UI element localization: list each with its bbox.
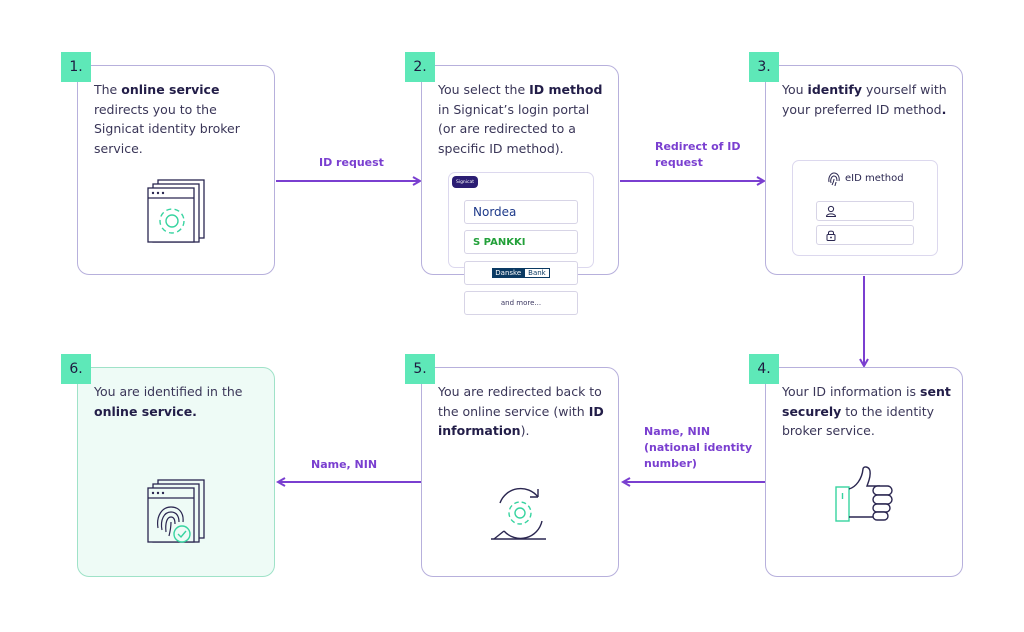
bank-option-more[interactable]: and more... [464, 291, 578, 315]
step-text: You [782, 82, 808, 97]
step-text: ). [520, 423, 530, 438]
step-text-emphasis: online service. [94, 403, 197, 419]
step-description: Your ID information is sent securely to … [782, 382, 954, 441]
step-description: The online service redirects you to the … [94, 80, 266, 158]
fingerprint-icon [828, 172, 840, 187]
step-text: in Signicat’s login portal (or are redir… [438, 101, 590, 156]
lock-icon [826, 230, 836, 241]
step-number-badge: 5. [405, 354, 435, 384]
bank-option-nordea[interactable]: Nordea [464, 200, 578, 224]
step-number-badge: 2. [405, 52, 435, 82]
step-number-badge: 4. [749, 354, 779, 384]
step-text-emphasis: . [941, 101, 947, 117]
arrow-label-line: number) [644, 457, 697, 470]
arrow-label-line: Name, NIN [311, 458, 378, 471]
step-number-badge: 6. [61, 354, 91, 384]
arrow-label-name-nin: Name, NIN [311, 457, 377, 473]
browser-gear-icon [147, 179, 205, 243]
step-text: yourself with your preferred ID method [782, 82, 947, 117]
step-text: You are identified in the [94, 384, 243, 399]
step-text-emphasis: identify [807, 82, 862, 97]
danske-logo-part: Danske [492, 268, 525, 278]
step-text: to the identity broker service. [782, 403, 934, 439]
signicat-logo: Signicat [452, 176, 478, 188]
step-description: You are redirected back to the online se… [438, 382, 610, 441]
arrow-label-name-nin-national: Name, NIN (national identity number) [644, 424, 752, 472]
thumbs-up-icon [835, 466, 893, 522]
step-card-5: 5. You are redirected back to the online… [405, 354, 619, 577]
arrow-label-id-request: ID request [319, 155, 384, 171]
danske-bank-logo: Danske Bank [492, 268, 550, 278]
password-field[interactable] [816, 225, 914, 245]
bank-label: Nordea [473, 205, 517, 219]
step-text-emphasis: ID method [529, 82, 603, 97]
step-text: The [94, 82, 122, 97]
browser-fingerprint-check-icon [147, 479, 205, 543]
arrow-label-line: ID request [319, 156, 384, 169]
arrow-label-line: Redirect of ID [655, 140, 741, 153]
step-description: You are identified in the online service… [94, 382, 266, 421]
bank-option-danske-bank[interactable]: Danske Bank [464, 261, 578, 285]
arrow-label-line: (national identity [644, 441, 753, 454]
step-text: You are redirected back to the online se… [438, 384, 602, 419]
step-description: You identify yourself with your preferre… [782, 80, 954, 119]
step-text-emphasis: sent securely [782, 384, 951, 419]
bank-option-s-pankki[interactable]: S PANKKI [464, 230, 578, 254]
arrow-label-redirect: Redirect of ID request [655, 139, 740, 171]
arrow-label-line: Name, NIN [644, 425, 711, 438]
danske-logo-part: Bank [524, 268, 550, 278]
step-number-badge: 1. [61, 52, 91, 82]
step-card-1: 1. The online service redirects you to t… [61, 52, 275, 275]
step-text: redirects you to the Signicat identity b… [94, 101, 240, 156]
user-icon [825, 205, 837, 217]
arrow-label-line: request [655, 156, 703, 169]
more-label: and more... [500, 299, 542, 307]
step-text-emphasis: ID information [438, 403, 604, 439]
step-card-4: 4. Your ID information is sent securely … [749, 354, 963, 577]
bank-label: S PANKKI [473, 236, 526, 248]
step-text-emphasis: online service [121, 82, 220, 97]
username-field[interactable] [816, 201, 914, 221]
step-text: You select the [438, 82, 530, 97]
refresh-gear-icon [491, 487, 546, 540]
step-description: You select the ID method in Signicat’s l… [438, 80, 610, 158]
eid-method-title: eID method [845, 173, 904, 184]
step-text: Your ID information is [782, 384, 921, 399]
step-number-badge: 3. [749, 52, 779, 82]
